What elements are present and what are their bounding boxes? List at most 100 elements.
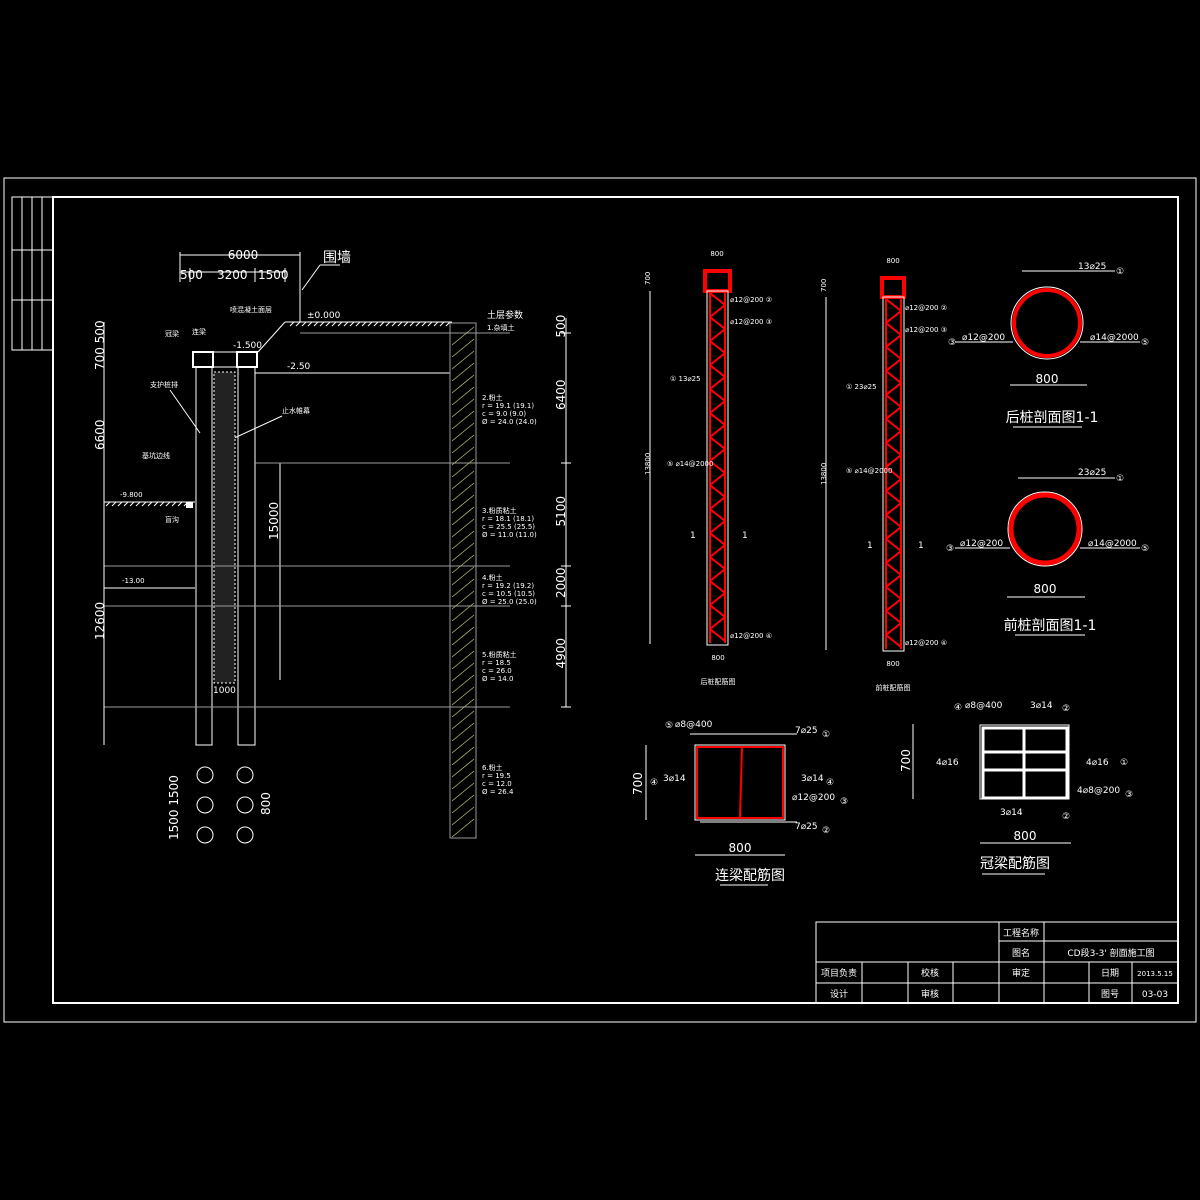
front-label-2: ⌀12@200 ③ [905,326,947,334]
soil-layer-r: r = 18.1 (18.1) [482,515,534,523]
label-crown-beam: 冠梁 [165,329,179,338]
link-top: 7⌀25 [795,726,818,736]
number-value: 03-03 [1142,990,1168,1000]
rear-length: 13800 [644,453,652,475]
crown-title: 冠梁配筋图 [980,855,1050,872]
rear-pile [237,366,256,746]
crown-side-r: 4⌀16 [1086,758,1109,768]
binding-strip [11,196,54,351]
front-section-hoop: ⌀14@2000 [1088,539,1137,549]
retaining-wall [449,322,477,839]
right-dim: 5100 [554,496,568,527]
design-label: 设计 [830,988,848,1000]
water-level-1: -2.50 [287,362,311,372]
curtain-width: 1000 [213,686,236,696]
plan-dim-row: 800 [259,792,273,815]
front-width-top: 800 [886,257,899,265]
label-pit-edge: 基坑边线 [142,451,170,460]
front-label-4: ⑤ ⌀14@2000 [846,467,892,475]
crown-n3: ③ [1125,790,1133,800]
inner-frame [52,196,1179,1004]
link-n5: ⑤ [665,721,673,731]
link-side-l: 3⌀14 [663,774,686,784]
rear-section-n1: ① [1116,267,1124,277]
title-block: 工程名称 图名 CD段3-3' 剖面施工图 项目负责 校核 审定 日期 2013… [815,921,1179,1004]
soil-layer-r: r = 19.1 (19.1) [482,402,534,410]
rear-section-title: 后桩剖面图1-1 [1006,409,1099,426]
dim-c: 1500 [258,268,289,282]
link-stirrup: ⌀12@200 [792,793,835,803]
front-label-5: ⌀12@200 ④ [905,639,947,647]
rear-section-dia: 800 [1036,372,1059,386]
water-curtain [213,371,236,684]
left-dim-mid: 6600 [93,419,107,450]
rear-pile-section: 13⌀25 ① ③ ⌀12@200 ⌀14@2000 ⑤ 800 后桩剖面图1-… [948,262,1149,428]
link-h: 700 [631,772,645,795]
outer-frame [3,177,1197,1023]
rear-top: 700 [644,272,652,285]
front-pile-elevation: 800 700 13800 ⌀12@200 ② ⌀12@200 ③ ① 23⌀2… [820,257,947,692]
label-drain: 盲沟 [165,515,179,524]
link-tie: ⌀8@400 [675,720,713,730]
label-slope: 喷混凝土面层 [230,305,272,314]
link-bottom: 7⌀25 [795,822,818,832]
crown-stirrup: 4⌀8@200 [1077,786,1120,796]
soil-layer-phi: Ø = 14.0 [482,675,513,683]
soil-layer-c: c = 26.0 [482,667,512,675]
front-section-n5: ⑤ [1141,544,1149,554]
rear-label-5: ⌀12@200 ④ [730,632,772,640]
dim-total: 6000 [228,248,259,262]
check-label: 校核 [921,967,939,979]
soil-1: 1.杂填土 [487,323,515,332]
front-pile-section: 23⌀25 ① ③ ⌀12@200 ⌀14@2000 ⑤ 800 前桩剖面图1-… [946,468,1149,636]
rear-label-4: ⑤ ⌀14@2000 [667,460,713,468]
link-n2: ② [822,826,830,836]
crown-n2-top: ② [1062,704,1070,714]
soil-layer-c: c = 10.5 (10.5) [482,590,535,598]
right-dim: 500 [554,315,568,338]
drawing-label: 图名 [1012,947,1030,959]
link-side-r: 3⌀14 [801,774,824,784]
crown-tie: ⌀8@400 [965,701,1003,711]
crown-w: 800 [1014,829,1037,843]
dim-b: 3200 [217,268,248,282]
label-link-beam: 连梁 [192,327,206,336]
soil-layer-phi: Ø = 25.0 (25.0) [482,598,537,606]
front-cut-l: 1 [867,541,873,551]
front-section-bars: 23⌀25 [1078,468,1106,478]
crown-n1: ① [1120,758,1128,768]
link-n4-r: ④ [826,778,834,788]
right-dim: 2000 [554,567,568,598]
rear-section-stirrup: ⌀12@200 [962,333,1005,343]
dim-a: 500 [180,268,203,282]
cap-level: -1.500 [233,341,262,351]
left-dim-top: 700 500 [93,320,107,370]
link-beam-section: ⑤ ⌀8@400 7⌀25 ① ④ 3⌀14 3⌀14 ④ ⌀12@200 ③ … [631,720,848,886]
curtain-depth: 15000 [267,502,281,540]
pit-level: -9.800 [120,491,143,499]
pm-label: 项目负责 [821,967,857,979]
crown-bottom: 3⌀14 [1000,808,1023,818]
front-section-n1: ① [1116,474,1124,484]
soil-layer-phi: Ø = 26.4 [482,788,514,796]
link-n3: ③ [840,797,848,807]
soil-layer-phi: Ø = 24.0 (24.0) [482,418,537,426]
soil-layer-c: c = 12.0 [482,780,512,788]
crown-n2-bot: ② [1062,812,1070,822]
rear-width-bot: 800 [711,654,724,662]
soil-layer-name: 4.粉土 [482,573,503,582]
right-dim: 6400 [554,379,568,410]
plan-dim-spacing: 1500 1500 [167,775,181,840]
link-w: 800 [729,841,752,855]
rear-label-1: ⌀12@200 ② [730,296,772,304]
front-section-stirrup: ⌀12@200 [960,539,1003,549]
soil-layer-name: 6.粉土 [482,763,503,772]
rear-label-3: ① 13⌀25 [670,375,701,383]
front-cut-r: 1 [918,541,924,551]
soil-layer-name: 3.粉质粘土 [482,506,517,515]
soil-layer-phi: Ø = 11.0 (11.0) [482,531,537,539]
front-pile [195,366,213,746]
date-value: 2013.5.15 [1137,970,1173,978]
rear-width-top: 800 [710,250,723,258]
